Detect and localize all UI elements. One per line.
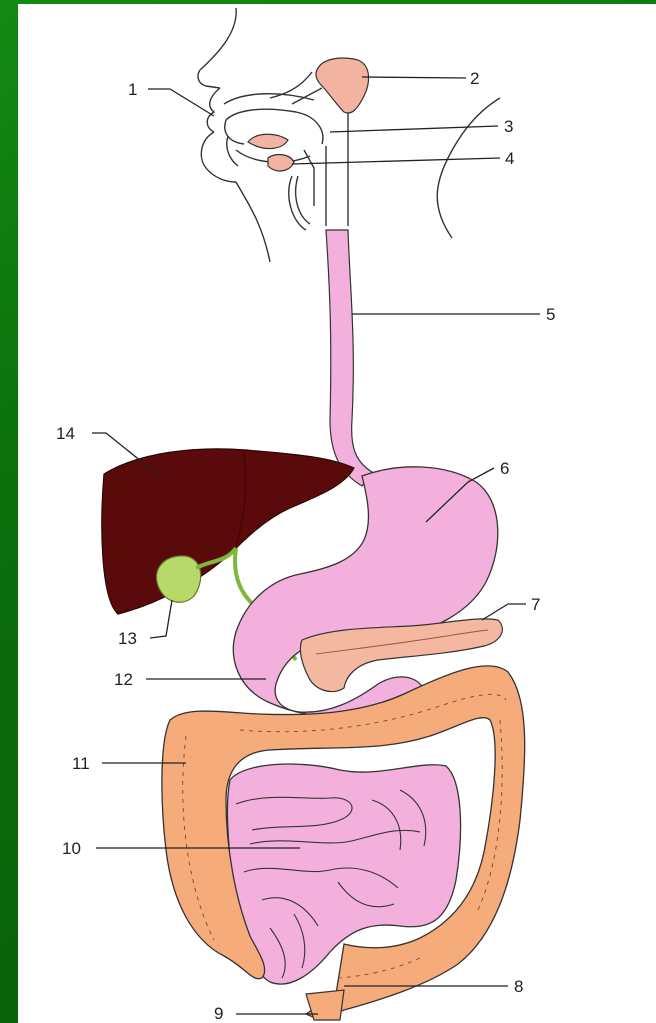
gallbladder bbox=[156, 556, 200, 602]
label-4: 4 bbox=[505, 149, 514, 168]
label-3: 3 bbox=[504, 117, 513, 136]
label-13: 13 bbox=[118, 629, 137, 648]
label-1: 1 bbox=[128, 80, 137, 99]
label-12: 12 bbox=[114, 670, 133, 689]
label-9: 9 bbox=[214, 1004, 223, 1023]
label-5: 5 bbox=[546, 305, 555, 324]
label-7: 7 bbox=[531, 595, 540, 614]
label-8: 8 bbox=[514, 977, 523, 996]
parotid-gland bbox=[316, 58, 369, 113]
digestive-system-diagram: 1 2 3 4 5 6 7 8 9 10 11 12 13 14 bbox=[18, 4, 656, 1023]
label-10: 10 bbox=[62, 839, 81, 858]
label-6: 6 bbox=[500, 459, 509, 478]
head-outline bbox=[198, 8, 500, 262]
sublingual-gland bbox=[268, 155, 294, 171]
label-11: 11 bbox=[72, 754, 90, 773]
diagram-panel: 1 2 3 4 5 6 7 8 9 10 11 12 13 14 bbox=[18, 4, 656, 1023]
label-2: 2 bbox=[470, 69, 479, 88]
esophagus bbox=[326, 230, 372, 486]
label-14: 14 bbox=[56, 424, 75, 443]
